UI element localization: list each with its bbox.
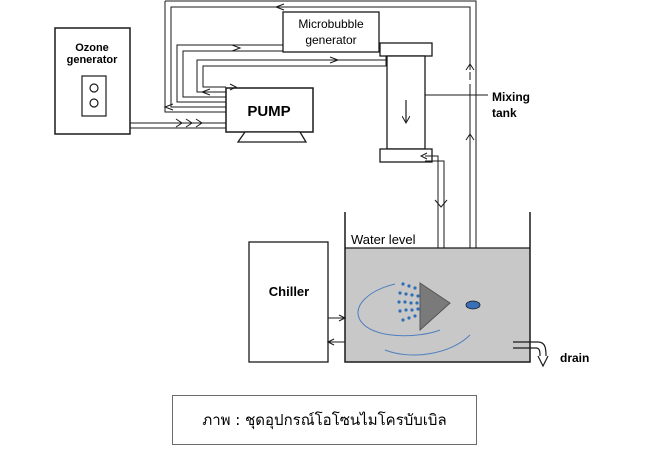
ozone-knob-icon [89,83,99,93]
chiller: Chiller [248,241,329,363]
pump-base [236,131,308,143]
intake-nozzle [465,300,481,310]
ozone-control-panel [81,75,107,117]
microbubble-label: Microbubble [298,17,364,31]
drain-arrow-icon [537,355,549,368]
drain-label: drain [560,351,589,365]
water-level-label: Water level [351,232,416,247]
swirl-current [384,334,471,356]
ozone-gas-lines [130,118,226,129]
water-tank: Water level drain [344,212,589,368]
microbubbles [397,282,420,322]
drain-pipe [513,341,547,357]
ozone-generator: Ozone generator [54,27,131,135]
chiller-lines [326,314,347,346]
chiller-label: Chiller [269,284,309,299]
piping [163,0,477,305]
microbubble-label: generator [305,33,356,47]
ozone-knob-icon [89,98,99,108]
swirl-current [357,283,441,337]
ozone-generator-label: generator [67,54,118,66]
diffuser-cone [419,282,451,332]
mixing-tank: Mixing tank [379,42,530,163]
pump: PUMP [225,87,314,143]
pump-label: PUMP [247,103,290,120]
microbubble-generator: Microbubble generator [282,11,380,53]
figure-caption: ภาพ : ชุดอุปกรณ์โอโซนไมโครบับเบิล [172,395,477,445]
ozone-generator-label: Ozone [75,42,109,54]
mixing-tank-label: tank [492,106,517,120]
mixing-outlet-pipe [419,152,448,290]
mixing-tank-label: Mixing [492,90,530,104]
caption-text: ภาพ : ชุดอุปกรณ์โอโซนไมโครบับเบิล [202,411,447,429]
